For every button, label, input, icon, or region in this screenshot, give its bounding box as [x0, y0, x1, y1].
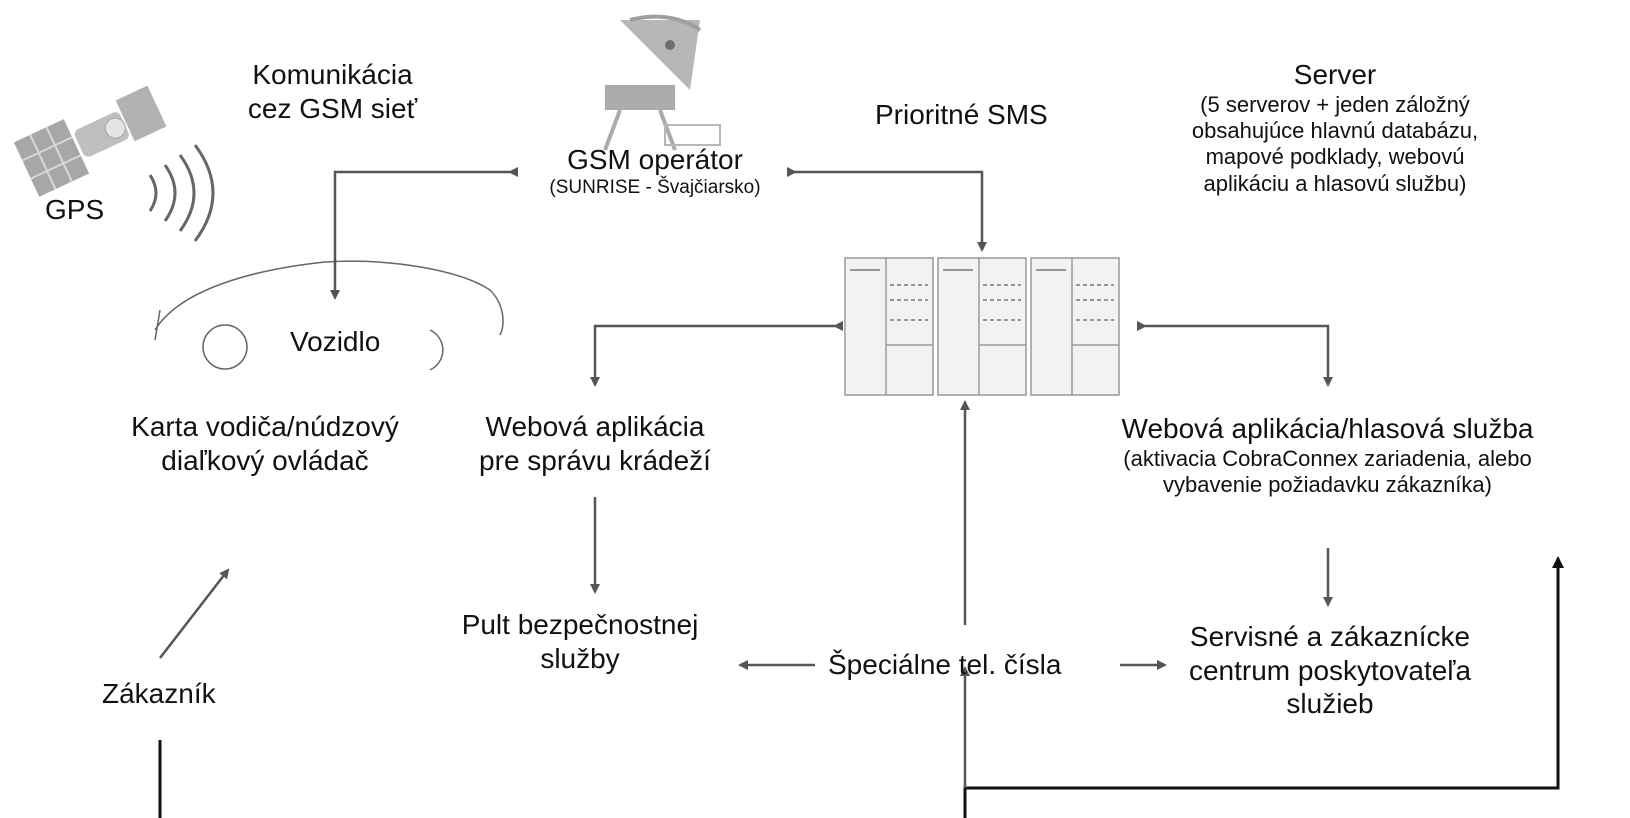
arrow-gsm-to-vehicle [330, 167, 518, 300]
server-desc-line1: (5 serverov + jeden záložný [1200, 91, 1470, 117]
server-desc-line4: aplikáciu a hlasovú službu) [1203, 170, 1467, 196]
gsm-communication-label: Komunikácia cez GSM sieť [225, 58, 440, 125]
theft-app-line2: pre správu krádeží [479, 444, 711, 476]
arrow-server-to-web-voice [1137, 321, 1333, 387]
customer-label: Zákazník [102, 678, 216, 709]
security-desk-line2: služby [540, 642, 620, 674]
signal-waves-icon [148, 144, 215, 242]
theft-app-node: Webová aplikácia pre správu krádeží [460, 410, 730, 477]
arrow-bottom-loop-to-web-voice [963, 556, 1564, 818]
satellite-dish-icon [603, 14, 721, 151]
server-rack-icon [844, 257, 1120, 396]
gsm-communication-line1: Komunikácia [252, 59, 413, 90]
arrow-gsm-to-server [787, 167, 987, 252]
satellite-icon [13, 85, 167, 197]
service-center-line1: Servisné a zákaznícke [1189, 621, 1471, 652]
gps-label: GPS [45, 194, 105, 225]
web-voice-node: Webová aplikácia/hlasová služba (aktivac… [1075, 412, 1580, 498]
security-desk-node: Pult bezpečnostnej služby [430, 608, 730, 675]
server-desc-line3: mapové podklady, webovú [1205, 144, 1465, 170]
server-title: Server [1293, 59, 1377, 90]
driver-card-line1: Karta vodiča/núdzový [131, 411, 399, 442]
web-voice-desc-line2: vybavenie požiadavku zákazníka) [1163, 471, 1492, 497]
service-center-node: Servisné a zákaznícke centrum poskytovat… [1175, 620, 1485, 721]
service-center-line3: služieb [1286, 688, 1374, 720]
arrow-customer-to-driver-card [159, 568, 230, 659]
priority-sms-label: Prioritné SMS [875, 99, 1048, 130]
web-voice-desc-line1: (aktivacia CobraConnex zariadenia, alebo [1123, 445, 1532, 471]
gsm-operator-subtitle: (SUNRISE - Švajčiarsko) [549, 176, 761, 198]
theft-app-line1: Webová aplikácia [485, 411, 705, 442]
server-node: Server (5 serverov + jeden záložný obsah… [1150, 58, 1520, 197]
security-desk-line1: Pult bezpečnostnej [461, 609, 699, 640]
web-voice-title: Webová aplikácia/hlasová služba [1121, 413, 1534, 444]
service-center-line2: centrum poskytovateľa [1188, 654, 1472, 686]
driver-card-node: Karta vodiča/núdzový diaľkový ovládač [105, 410, 425, 477]
arrow-server-to-theft-app [590, 321, 843, 387]
gsm-operator-node: GSM operátor (SUNRISE - Švajčiarsko) [510, 143, 800, 199]
gsm-operator-title: GSM operátor [567, 144, 743, 175]
driver-card-line2: diaľkový ovládač [161, 444, 369, 476]
special-numbers-label: Špeciálne tel. čísla [828, 649, 1062, 680]
vehicle-label: Vozidlo [290, 326, 381, 357]
server-desc-line2: obsahujúce hlavnú databázu, [1191, 117, 1479, 143]
gsm-communication-line2: cez GSM sieť [247, 92, 418, 124]
